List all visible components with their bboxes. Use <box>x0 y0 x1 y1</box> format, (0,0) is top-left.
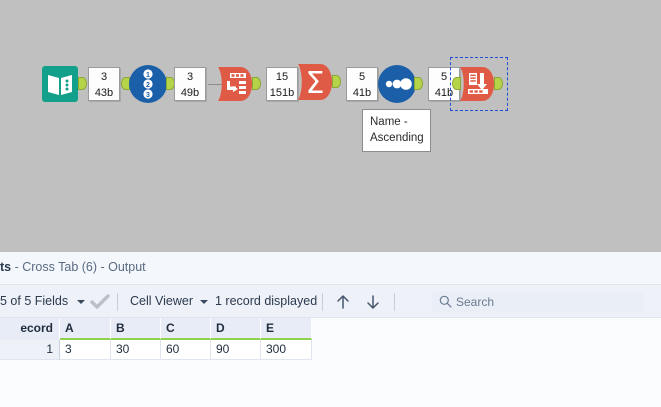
column-header-c[interactable]: C <box>161 318 211 340</box>
results-title-rest: - Cross Tab (6) - Output <box>11 260 146 274</box>
cross-tab-icon <box>460 67 494 101</box>
chevron-down-icon[interactable] <box>200 300 208 304</box>
svg-text:1: 1 <box>146 72 150 79</box>
book-icon <box>42 66 78 102</box>
record-count: 3 <box>100 71 108 83</box>
connection-label: 5 41b <box>346 67 378 101</box>
results-title: ts - Cross Tab (6) - Output <box>0 260 146 274</box>
node-cross-tab[interactable] <box>456 64 503 104</box>
byte-size: 49b <box>180 87 200 99</box>
record-count: 5 <box>358 71 366 83</box>
node-record-id[interactable]: 1 2 3 <box>128 64 175 104</box>
numbered-list-icon: 1 2 3 <box>129 65 167 103</box>
search-icon <box>439 295 452 308</box>
results-grid[interactable]: ecord A B C D E 1 3 30 60 90 300 <box>0 318 661 407</box>
search-placeholder: Search <box>456 295 495 309</box>
svg-text:3: 3 <box>146 92 150 99</box>
column-header-e[interactable]: E <box>261 318 312 340</box>
connection-label: 3 43b <box>88 67 120 101</box>
column-header-d[interactable]: D <box>211 318 261 340</box>
record-count: 15 <box>275 71 289 83</box>
node-sort[interactable] <box>376 64 423 104</box>
column-header-record[interactable]: ecord <box>0 318 60 340</box>
column-header-b[interactable]: B <box>111 318 161 340</box>
view-mode-label[interactable]: Cell Viewer <box>130 294 193 308</box>
byte-size: 41b <box>352 87 372 99</box>
cell-record: 1 <box>0 340 60 360</box>
checkmark-icon[interactable] <box>90 293 110 311</box>
cell-b[interactable]: 30 <box>111 340 161 360</box>
cell-d[interactable]: 90 <box>211 340 261 360</box>
toolbar-divider <box>117 293 118 311</box>
svg-text:2: 2 <box>146 82 150 89</box>
results-toolbar: 5 of 5 Fields Cell Viewer 1 record displ… <box>0 285 661 318</box>
byte-size: 43b <box>94 87 114 99</box>
results-panel: ts - Cross Tab (6) - Output 5 of 5 Field… <box>0 252 661 407</box>
output-anchor[interactable] <box>252 77 261 90</box>
record-count: 5 <box>440 71 448 83</box>
chevron-down-icon[interactable] <box>77 300 85 304</box>
input-anchor[interactable] <box>452 77 461 90</box>
sigma-icon: Σ <box>298 64 332 101</box>
connection-label: 3 49b <box>174 67 206 101</box>
sort-annotation: Name - Ascending <box>362 109 431 152</box>
cell-e[interactable]: 300 <box>261 340 312 360</box>
results-title-prefix: ts <box>0 260 12 274</box>
node-transpose[interactable] <box>214 64 261 104</box>
output-anchor[interactable] <box>494 77 503 90</box>
transpose-icon <box>218 67 252 101</box>
connection-label: 15 151b <box>266 67 298 101</box>
arrow-down-icon[interactable] <box>364 293 382 311</box>
toolbar-divider <box>394 293 395 311</box>
record-count-label: 1 record displayed <box>215 294 318 308</box>
node-input-data[interactable] <box>40 64 87 104</box>
workflow-canvas[interactable]: 3 43b 1 2 3 3 49b <box>0 0 661 252</box>
record-count: 3 <box>186 71 194 83</box>
column-header-a[interactable]: A <box>60 318 111 340</box>
svg-text:Σ: Σ <box>306 66 325 101</box>
byte-size: 151b <box>269 87 295 99</box>
arrow-up-icon[interactable] <box>334 293 352 311</box>
byte-size: 41b <box>434 87 454 99</box>
node-summarize[interactable]: Σ <box>294 62 341 102</box>
toolbar-divider <box>322 293 323 311</box>
fields-selector-label[interactable]: 5 of 5 Fields <box>0 294 69 308</box>
cell-c[interactable]: 60 <box>161 340 211 360</box>
results-title-bar: ts - Cross Tab (6) - Output <box>0 252 661 285</box>
cell-a[interactable]: 3 <box>60 340 111 360</box>
sort-dots-icon <box>378 65 416 103</box>
output-anchor[interactable] <box>78 77 87 90</box>
search-input[interactable]: Search <box>432 291 644 312</box>
output-anchor[interactable] <box>332 75 341 88</box>
selection-marquee <box>450 57 508 111</box>
output-anchor[interactable] <box>414 77 423 90</box>
